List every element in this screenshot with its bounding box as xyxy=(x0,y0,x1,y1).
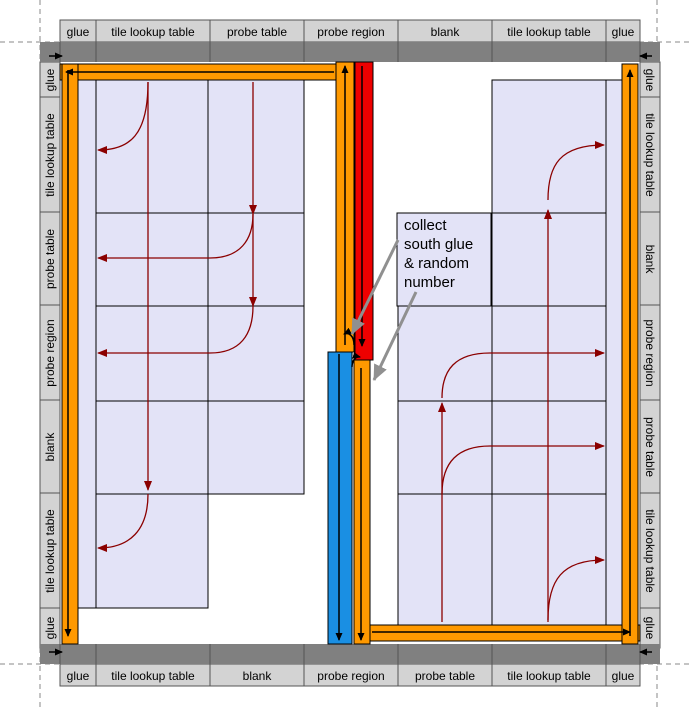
bottom-label-probe-region: probe region xyxy=(317,669,384,683)
bottom-label-glue-right: glue xyxy=(612,669,635,683)
top-label-probe-region: probe region xyxy=(317,25,384,39)
top-label-tile-lookup-table-2: tile lookup table xyxy=(507,25,591,39)
top-label-glue-right: glue xyxy=(612,25,635,39)
annotation-line-1: collect xyxy=(404,217,447,234)
annotation-line-3: & random xyxy=(404,255,469,272)
right-label-tile-lookup-table-1: tile lookup table xyxy=(643,113,657,197)
left-label-tile-lookup-table-2: tile lookup table xyxy=(43,509,57,593)
left-tile-grid xyxy=(77,79,305,609)
right-label-glue-top: glue xyxy=(643,69,657,92)
frame xyxy=(40,42,660,664)
left-label-probe-region: probe region xyxy=(43,319,57,386)
bottom-labels: glue tile lookup table blank probe regio… xyxy=(67,669,635,683)
bottom-label-tile-lookup-table-2: tile lookup table xyxy=(507,669,591,683)
annotation-pointers xyxy=(350,239,418,381)
right-label-glue-bottom: glue xyxy=(643,617,657,640)
right-labels: glue tile lookup table blank probe regio… xyxy=(643,69,657,640)
bottom-label-probe-table: probe table xyxy=(415,669,475,683)
left-label-glue-top: glue xyxy=(43,68,57,91)
right-tile-grid xyxy=(397,79,623,626)
annotation-line-2: south glue xyxy=(404,236,473,253)
top-label-probe-table: probe table xyxy=(227,25,287,39)
label-dividers xyxy=(40,20,660,686)
blue-column xyxy=(327,351,353,645)
annotation-box xyxy=(396,212,492,307)
right-flow-arrows xyxy=(438,141,605,622)
border-arrows xyxy=(49,52,652,656)
left-label-glue-bottom: glue xyxy=(43,616,57,639)
top-labels: glue tile lookup table probe table probe… xyxy=(67,25,635,39)
bottom-label-tile-lookup-table-1: tile lookup table xyxy=(111,669,195,683)
right-label-probe-region: probe region xyxy=(643,319,657,386)
bottom-label-glue-left: glue xyxy=(67,669,90,683)
red-column xyxy=(354,61,374,361)
left-flow-arrows xyxy=(97,81,257,552)
right-label-tile-lookup-table-2: tile lookup table xyxy=(643,509,657,593)
annotation-text: collect south glue & random number xyxy=(404,217,473,291)
left-label-blank: blank xyxy=(43,432,57,462)
right-label-blank: blank xyxy=(643,245,657,275)
right-label-probe-table: probe table xyxy=(643,417,657,477)
top-label-tile-lookup-table-1: tile lookup table xyxy=(111,25,195,39)
left-label-probe-table: probe table xyxy=(43,229,57,289)
annotation-line-4: number xyxy=(404,274,455,291)
top-label-glue-left: glue xyxy=(67,25,90,39)
left-label-tile-lookup-table-1: tile lookup table xyxy=(43,113,57,197)
bottom-label-blank: blank xyxy=(243,669,273,683)
top-label-blank: blank xyxy=(431,25,461,39)
left-labels: glue tile lookup table probe table probe… xyxy=(43,68,57,639)
